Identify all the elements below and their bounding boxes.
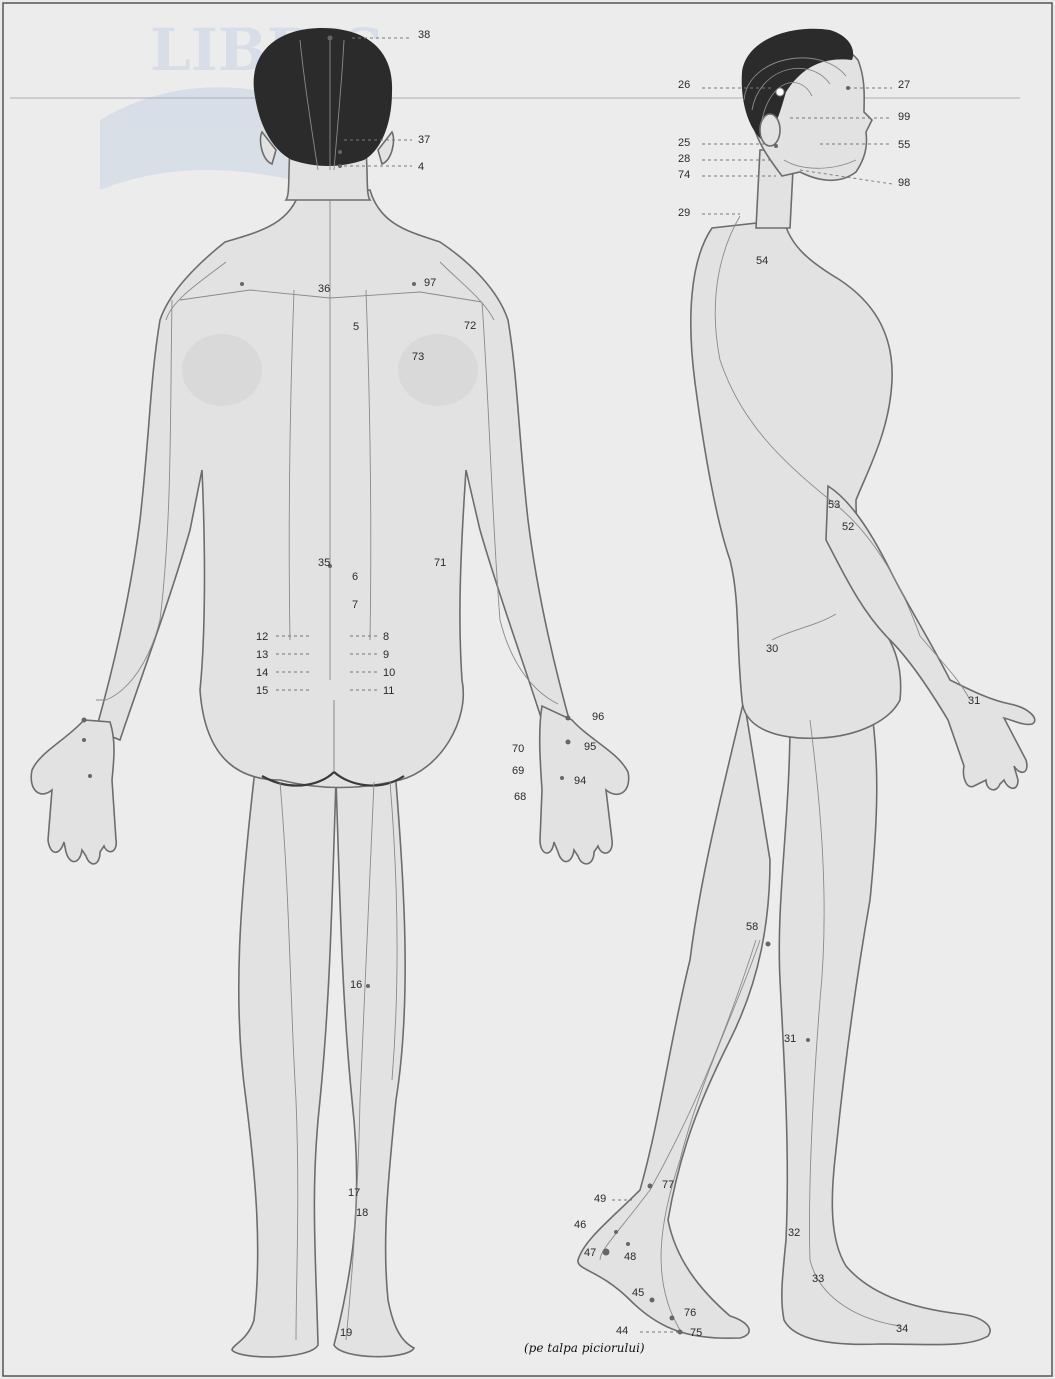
side-point-label: 77	[662, 1179, 674, 1191]
side-point-label: 76	[684, 1307, 696, 1319]
back-point-label: 70	[512, 743, 524, 755]
side-point-label: 45	[632, 1287, 644, 1299]
side-point-label: 48	[624, 1251, 636, 1263]
caption: (pe talpa piciorului)	[524, 1341, 645, 1355]
side-point-label: 30	[766, 643, 778, 655]
back-point-label: 94	[574, 775, 586, 787]
back-point-label: 69	[512, 765, 524, 777]
back-point-label: 8	[383, 631, 389, 643]
side-point-label: 74	[678, 169, 690, 181]
side-point-label: 44	[616, 1325, 628, 1337]
side-point-label: 55	[898, 139, 910, 151]
back-point-label: 18	[356, 1207, 368, 1219]
side-point-label: 31	[968, 695, 980, 707]
back-point-label: 5	[353, 321, 359, 333]
side-point-label: 98	[898, 177, 910, 189]
back-point-label: 4	[418, 161, 424, 173]
side-point-label: 25	[678, 137, 690, 149]
back-point-label: 38	[418, 29, 430, 41]
side-point-label: 26	[678, 79, 690, 91]
back-point-label: 97	[424, 277, 436, 289]
back-point-label: 19	[340, 1327, 352, 1339]
side-point-label: 32	[788, 1227, 800, 1239]
back-point-label: 16	[350, 979, 362, 991]
side-point-label: 53	[828, 499, 840, 511]
side-point-label: 54	[756, 255, 768, 267]
side-point-label: 46	[574, 1219, 586, 1231]
back-point-label: 9	[383, 649, 389, 661]
side-point-label: 34	[896, 1323, 908, 1335]
back-point-label: 7	[352, 599, 358, 611]
side-point-label: 28	[678, 153, 690, 165]
side-point-label: 29	[678, 207, 690, 219]
back-point-label: 10	[383, 667, 395, 679]
side-point-label: 27	[898, 79, 910, 91]
side-point-label: 52	[842, 521, 854, 533]
back-point-label: 71	[434, 557, 446, 569]
back-point-label: 72	[464, 320, 476, 332]
side-point-label: 58	[746, 921, 758, 933]
side-point-label: 31	[784, 1033, 796, 1045]
back-point-label: 15	[256, 685, 268, 697]
back-point-label: 95	[584, 741, 596, 753]
side-point-label: 75	[690, 1327, 702, 1339]
side-point-label: 49	[594, 1193, 606, 1205]
back-point-label: 36	[318, 283, 330, 295]
side-point-label: 99	[898, 111, 910, 123]
back-point-label: 12	[256, 631, 268, 643]
back-point-label: 11	[383, 685, 394, 697]
back-point-label: 73	[412, 351, 424, 363]
side-point-label: 33	[812, 1273, 824, 1285]
back-point-label: 14	[256, 667, 268, 679]
back-point-label: 35	[318, 557, 330, 569]
back-point-label: 13	[256, 649, 268, 661]
back-point-label: 37	[418, 134, 430, 146]
side-point-label: 47	[584, 1247, 596, 1259]
back-point-label: 96	[592, 711, 604, 723]
back-point-label: 68	[514, 791, 526, 803]
back-point-label: 17	[348, 1187, 360, 1199]
back-point-label: 6	[352, 571, 358, 583]
